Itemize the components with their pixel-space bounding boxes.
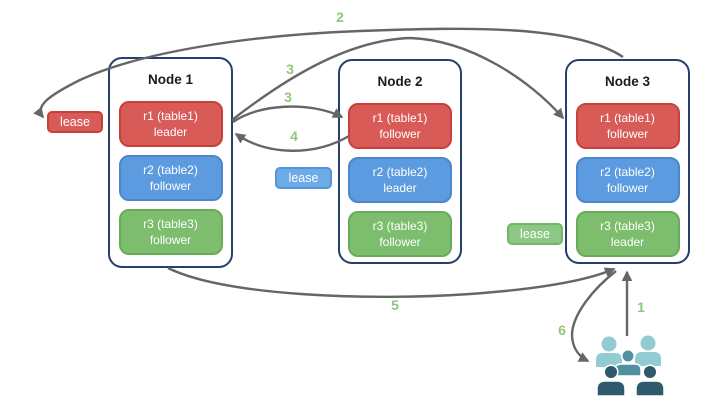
node-2-replica-r3: r3 (table3) follower bbox=[348, 211, 452, 257]
arrow-step5-node1-to-node3 bbox=[167, 266, 616, 299]
step-label-4: 4 bbox=[290, 128, 298, 144]
arrow-step6-node3-to-users bbox=[570, 270, 617, 363]
replica-role: follower bbox=[379, 235, 421, 249]
node-3-replica-r3: r3 (table3) leader bbox=[575, 211, 680, 257]
node-2: Node 2 r1 (table1) follower r2 (table2) … bbox=[338, 59, 462, 264]
node-1-replica-r1: r1 (table1) leader bbox=[118, 101, 223, 147]
replica-name: r2 (table2) bbox=[600, 164, 655, 179]
replica-role: follower bbox=[606, 181, 649, 195]
replica-name: r1 (table1) bbox=[143, 108, 198, 123]
node-3-replica-r1: r1 (table1) follower bbox=[575, 103, 680, 149]
node-1-title: Node 1 bbox=[147, 72, 193, 87]
replica-role: follower bbox=[149, 179, 192, 193]
step-label-3b: 3 bbox=[284, 89, 292, 105]
replica-name: r1 (table1) bbox=[372, 110, 428, 125]
replica-name: r2 (table2) bbox=[372, 164, 428, 179]
step-label-3a: 3 bbox=[286, 61, 294, 77]
node-3-replica-r2: r2 (table2) follower bbox=[575, 157, 680, 203]
step-label-6: 6 bbox=[558, 322, 566, 338]
replica-role: follower bbox=[379, 127, 421, 141]
lease-badge-r3: lease bbox=[507, 223, 563, 245]
node-3: Node 3 r1 (table1) follower r2 (table2) … bbox=[565, 59, 690, 264]
replica-name: r3 (table3) bbox=[143, 216, 198, 231]
node-2-title: Node 2 bbox=[377, 74, 423, 89]
lease-badge-r1: lease bbox=[47, 111, 103, 133]
replica-name: r3 (table3) bbox=[600, 218, 655, 233]
replica-role: leader bbox=[383, 181, 417, 195]
step-label-5: 5 bbox=[391, 297, 399, 313]
node-1: Node 1 r1 (table1) leader r2 (table2) fo… bbox=[108, 57, 233, 268]
replica-name: r3 (table3) bbox=[372, 218, 428, 233]
replica-role: follower bbox=[149, 233, 192, 247]
node-3-title: Node 3 bbox=[604, 74, 650, 89]
node-1-replica-r2: r2 (table2) follower bbox=[118, 155, 223, 201]
replica-name: r2 (table2) bbox=[143, 162, 198, 177]
replica-role: leader bbox=[610, 235, 645, 249]
replica-name: r1 (table1) bbox=[600, 110, 655, 125]
users-group-icon bbox=[596, 335, 665, 397]
step-label-1: 1 bbox=[637, 299, 645, 315]
replica-role: leader bbox=[153, 125, 188, 139]
lease-badge-r2: lease bbox=[275, 167, 332, 189]
arrow-step3-node1-to-node2 bbox=[232, 105, 344, 123]
node-2-replica-r1: r1 (table1) follower bbox=[348, 103, 452, 149]
node-2-replica-r2: r2 (table2) leader bbox=[348, 157, 452, 203]
step-label-2: 2 bbox=[336, 9, 344, 25]
replica-role: follower bbox=[606, 127, 649, 141]
node-1-replica-r3: r3 (table3) follower bbox=[118, 209, 223, 255]
